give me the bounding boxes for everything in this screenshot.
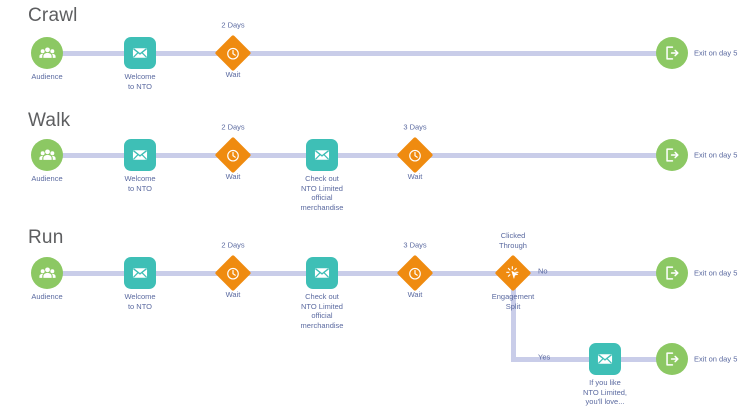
node-label-crawl-wait-1: Wait (225, 70, 241, 79)
email-node-shape (124, 139, 156, 171)
node-label-crawl-exit: Exit on day 5 (694, 48, 738, 58)
audience-people-icon (38, 264, 57, 283)
node-label-walk-audience: Audience (31, 174, 63, 183)
exit-node-shape (656, 37, 688, 69)
connector-run-main (47, 271, 672, 276)
exit-door-arrow-icon (663, 44, 681, 62)
node-duration-walk-wait-1: 2 Days (221, 122, 245, 132)
clock-icon (408, 266, 423, 281)
envelope-icon (313, 264, 331, 282)
node-duration-run-wait-1: 2 Days (221, 240, 245, 250)
clock-icon (226, 46, 241, 61)
envelope-icon (596, 350, 614, 368)
exit-node-shape (656, 343, 688, 375)
clock-icon (408, 148, 423, 163)
clock-icon (226, 148, 241, 163)
envelope-icon (131, 44, 149, 62)
wait-node-shape (396, 136, 434, 174)
envelope-icon (313, 146, 331, 164)
node-label-run-email-merch: Check out NTO Limited official merchandi… (300, 292, 344, 330)
exit-door-arrow-icon (663, 264, 681, 282)
click-burst-cursor-icon (505, 265, 521, 281)
wait-node-shape (214, 136, 252, 174)
email-node-shape (124, 257, 156, 289)
node-label-walk-wait-2: Wait (407, 172, 423, 181)
audience-node-shape (31, 37, 63, 69)
node-label-walk-email-welcome: Welcome to NTO (124, 174, 156, 193)
email-node-shape (589, 343, 621, 375)
exit-door-arrow-icon (663, 350, 681, 368)
node-label-run-email-love: If you like NTO Limited, you'll love... (582, 378, 628, 406)
node-label-run-email-welcome: Welcome to NTO (124, 292, 156, 311)
branch-label-no: No (538, 266, 548, 276)
node-label-run-exit-no: Exit on day 5 (694, 268, 738, 278)
node-condition-run-split: Clicked Through (499, 231, 527, 250)
audience-people-icon (38, 146, 57, 165)
exit-node-shape (656, 257, 688, 289)
connector-run-yes-vertical (511, 271, 516, 359)
node-label-run-wait-1: Wait (225, 290, 241, 299)
node-label-run-exit-yes: Exit on day 5 (694, 354, 738, 364)
node-duration-crawl-wait-1: 2 Days (221, 20, 245, 30)
node-label-run-wait-2: Wait (407, 290, 423, 299)
email-node-shape (124, 37, 156, 69)
audience-people-icon (38, 44, 57, 63)
node-label-walk-exit: Exit on day 5 (694, 150, 738, 160)
audience-node-shape (31, 257, 63, 289)
audience-node-shape (31, 139, 63, 171)
connector-walk-main (47, 153, 672, 158)
email-node-shape (306, 257, 338, 289)
split-node-shape (494, 254, 532, 292)
clock-icon (226, 266, 241, 281)
wait-node-shape (396, 254, 434, 292)
node-duration-run-wait-2: 3 Days (403, 240, 427, 250)
envelope-icon (131, 146, 149, 164)
exit-node-shape (656, 139, 688, 171)
row-title-run: Run (28, 227, 64, 248)
branch-label-yes: Yes (538, 352, 551, 362)
exit-door-arrow-icon (663, 146, 681, 164)
node-label-run-audience: Audience (31, 292, 63, 301)
node-label-walk-wait-1: Wait (225, 172, 241, 181)
node-label-run-split: Engagement Split (491, 292, 535, 311)
row-title-walk: Walk (28, 110, 71, 131)
envelope-icon (131, 264, 149, 282)
node-label-walk-email-merch: Check out NTO Limited official merchandi… (300, 174, 344, 212)
email-node-shape (306, 139, 338, 171)
node-label-crawl-email-welcome: Welcome to NTO (124, 72, 156, 91)
connector-crawl-main (47, 51, 672, 56)
wait-node-shape (214, 254, 252, 292)
node-duration-walk-wait-2: 3 Days (403, 122, 427, 132)
row-title-crawl: Crawl (28, 5, 78, 26)
wait-node-shape (214, 34, 252, 72)
node-label-crawl-audience: Audience (31, 72, 63, 81)
